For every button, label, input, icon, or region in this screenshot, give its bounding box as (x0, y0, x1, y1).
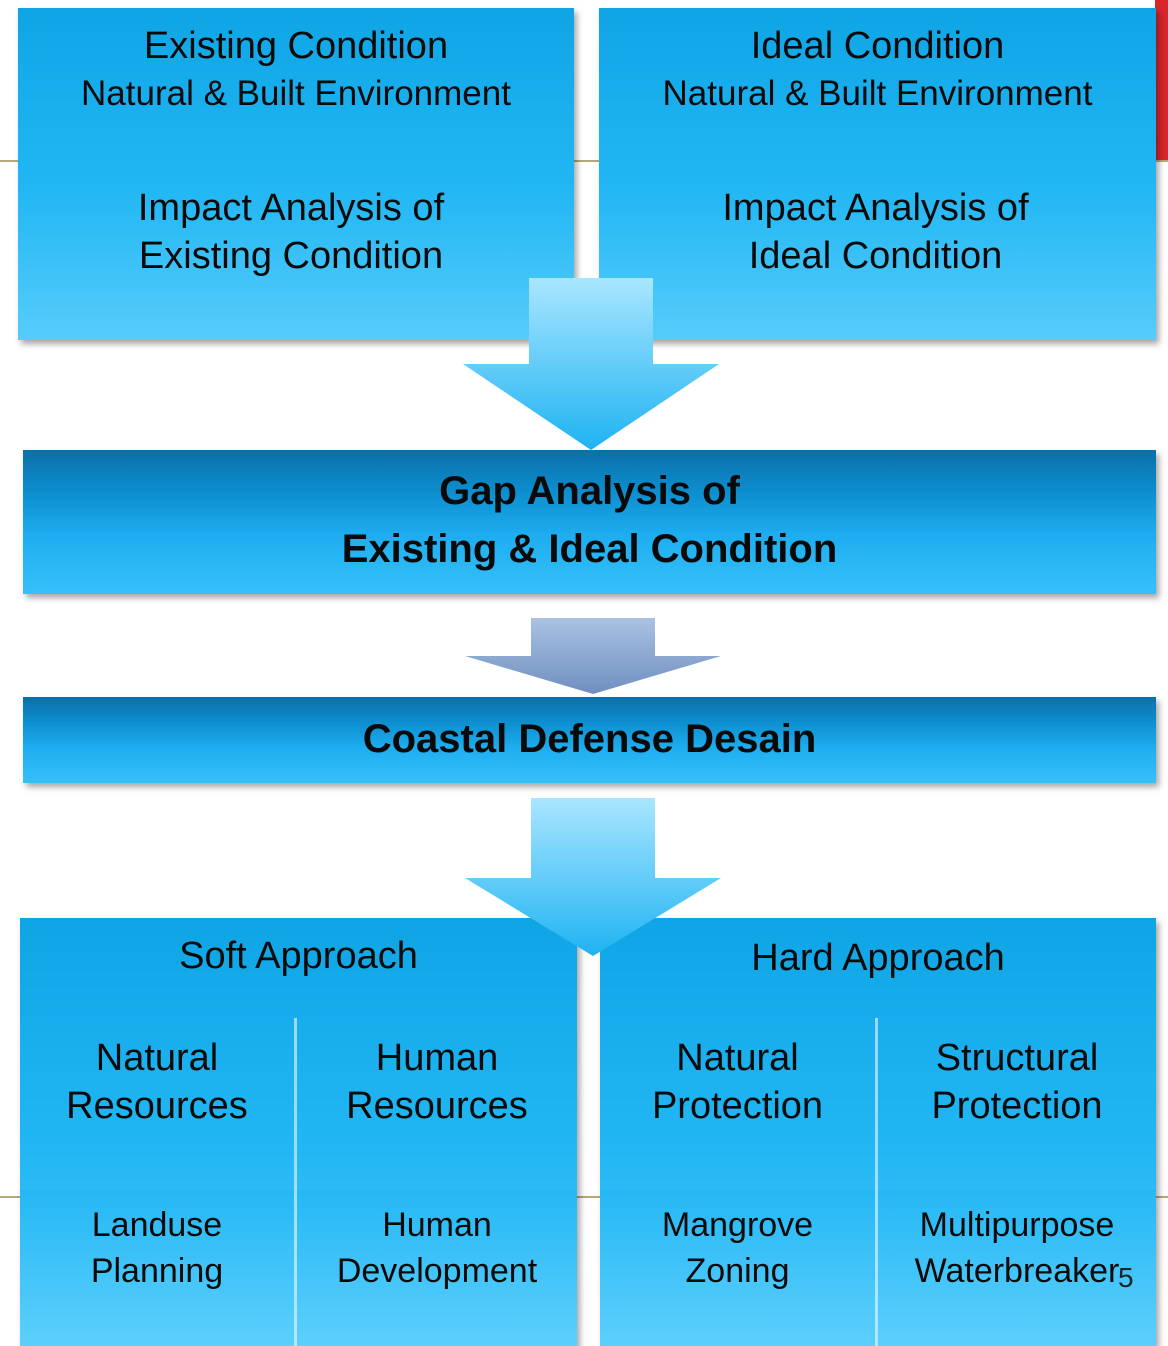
gap-analysis-box: Gap Analysis of Existing & Ideal Conditi… (23, 450, 1156, 594)
landuse-planning-cell: Landuse Planning (20, 1190, 294, 1346)
ideal-condition-subtitle: Natural & Built Environment (662, 74, 1093, 113)
existing-condition-box: Existing Condition Natural & Built Envir… (18, 8, 574, 340)
gap-analysis-line1: Gap Analysis of (439, 469, 740, 513)
mangrove-zoning-label: Mangrove Zoning (661, 1206, 814, 1290)
soft-approach-title: Soft Approach (179, 935, 418, 977)
template-line-top (0, 160, 1168, 162)
existing-condition-subtitle: Natural & Built Environment (81, 74, 511, 113)
template-line-bottom (0, 1196, 1168, 1198)
multipurpose-waterbreaker-cell: Multipurpose Waterbreaker (878, 1190, 1156, 1346)
ideal-condition-title: Ideal Condition (750, 25, 1005, 67)
template-red-banner (1155, 0, 1168, 160)
coastal-defense-design-box: Coastal Defense Desain (23, 697, 1156, 783)
existing-impact-analysis: Impact Analysis of Existing Condition (137, 187, 445, 277)
natural-protection-cell: Natural Protection (600, 1018, 875, 1190)
down-arrow-3 (465, 798, 721, 956)
soft-divider (294, 1018, 297, 1346)
coastal-defense-design-title: Coastal Defense Desain (362, 717, 817, 761)
natural-protection-label: Natural Protection (651, 1037, 824, 1127)
multipurpose-waterbreaker-label: Multipurpose Waterbreaker (914, 1206, 1120, 1290)
natural-resources-cell: Natural Resources (20, 1018, 294, 1190)
human-resources-label: Human Resources (346, 1037, 528, 1127)
soft-approach-box: Soft Approach Natural Resources Human Re… (20, 918, 577, 1346)
existing-condition-title: Existing Condition (143, 25, 449, 67)
hard-divider (875, 1018, 878, 1346)
slide-number: 5 (1118, 1262, 1134, 1293)
hard-approach-title: Hard Approach (751, 937, 1005, 979)
human-development-cell: Human Development (297, 1190, 577, 1346)
down-arrow-1 (463, 278, 719, 450)
structural-protection-label: Structural Protection (931, 1037, 1103, 1127)
landuse-planning-label: Landuse Planning (90, 1206, 224, 1290)
down-arrow-2 (465, 618, 721, 694)
ideal-impact-analysis: Impact Analysis of Ideal Condition (722, 187, 1029, 277)
natural-resources-label: Natural Resources (66, 1037, 248, 1127)
ideal-condition-box: Ideal Condition Natural & Built Environm… (599, 8, 1156, 340)
human-resources-cell: Human Resources (297, 1018, 577, 1190)
hard-approach-box: Hard Approach Natural Protection Structu… (600, 918, 1156, 1346)
gap-analysis-line2: Existing & Ideal Condition (341, 527, 838, 571)
human-development-label: Human Development (336, 1206, 538, 1290)
mangrove-zoning-cell: Mangrove Zoning (600, 1190, 875, 1346)
structural-protection-cell: Structural Protection (878, 1018, 1156, 1190)
